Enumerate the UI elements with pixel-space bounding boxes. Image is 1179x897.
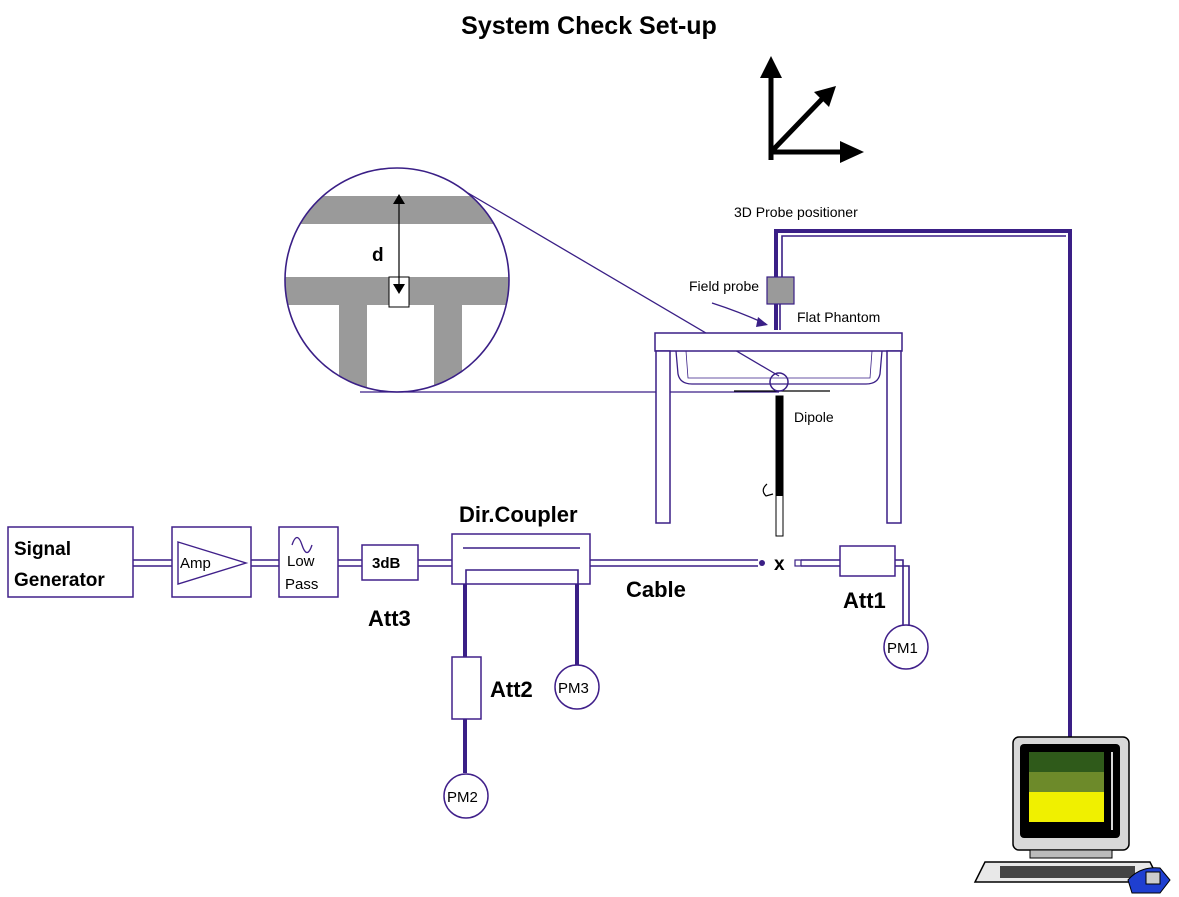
att2-label: Att2	[490, 677, 533, 702]
cable-label: Cable	[626, 577, 686, 602]
dipole	[734, 372, 830, 537]
att1-label: Att1	[843, 588, 886, 613]
zoom-detail-circle: d	[284, 167, 510, 393]
dir-coupler-label: Dir.Coupler	[459, 502, 578, 527]
computer-icon	[973, 736, 1171, 894]
dipole-label: Dipole	[794, 409, 834, 425]
connector-right	[794, 559, 802, 567]
att2-box	[451, 656, 482, 720]
sine-icon	[291, 536, 313, 554]
signal-chain	[133, 559, 758, 567]
probe-positioner-label: 3D Probe positioner	[734, 204, 858, 220]
diagram-title: System Check Set-up	[461, 12, 717, 40]
pm3-label: PM3	[558, 680, 589, 697]
att-3db-label: 3dB	[372, 555, 401, 572]
signal-generator-line1: Signal	[14, 539, 71, 560]
connector-left	[759, 560, 765, 566]
field-probe-label: Field probe	[689, 278, 759, 294]
field-probe	[766, 276, 795, 305]
att1-box	[839, 545, 896, 577]
low-pass-box	[278, 526, 339, 598]
signal-generator-line2: Generator	[14, 570, 105, 591]
pm1-label: PM1	[887, 640, 918, 657]
pm3-meter	[554, 664, 600, 710]
flat-phantom	[654, 332, 903, 524]
low-pass-line1: Low	[287, 553, 315, 570]
low-pass-line2: Pass	[285, 576, 318, 593]
amp-box	[171, 526, 252, 598]
pm1-meter	[883, 624, 929, 670]
amp-label: Amp	[180, 555, 211, 572]
flat-phantom-label: Flat Phantom	[797, 309, 880, 325]
dir-coupler-box	[451, 533, 591, 585]
axes-icon	[760, 56, 864, 163]
att3-label: Att3	[368, 606, 411, 631]
pm2-label: PM2	[447, 789, 478, 806]
distance-d-label: d	[372, 245, 384, 266]
pm2-meter	[443, 773, 489, 819]
att-3db-box	[361, 544, 419, 581]
signal-generator-box	[7, 526, 134, 598]
connector-x-label: x	[774, 554, 785, 575]
